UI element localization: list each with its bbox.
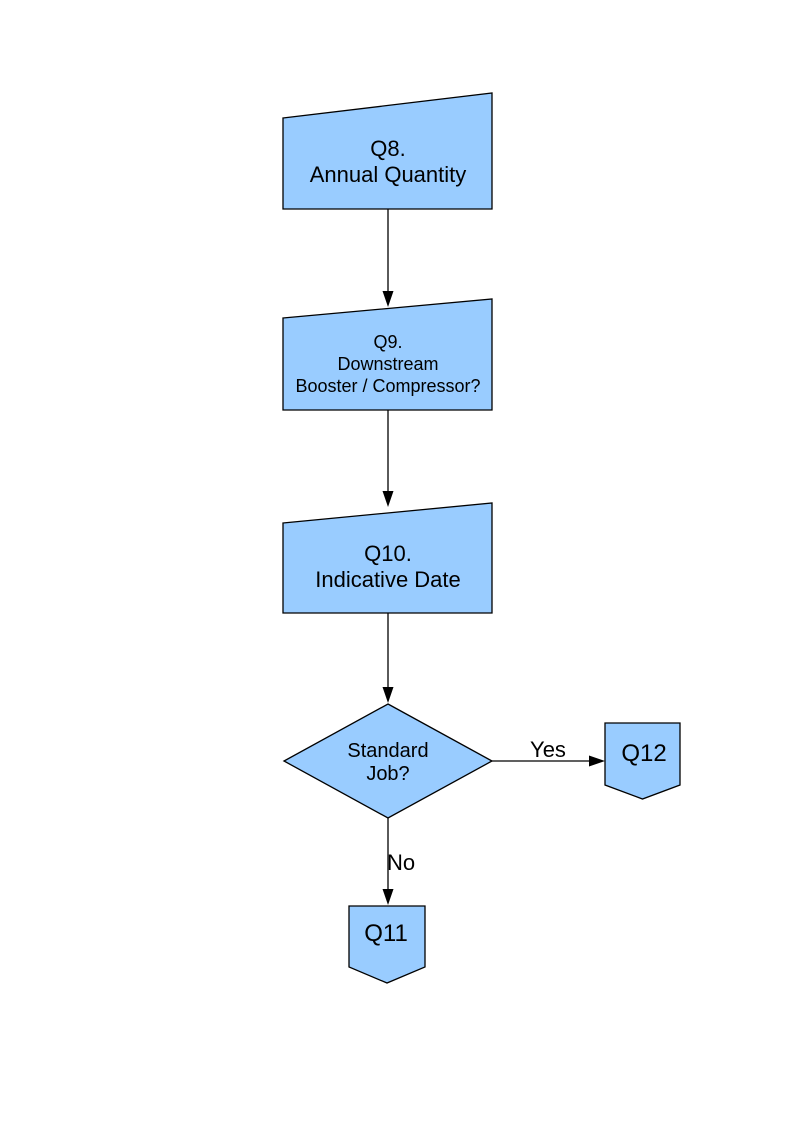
q10-label-line1: Q10.	[364, 541, 412, 566]
node-q12: Q12	[604, 722, 681, 800]
q8-label-line2: Annual Quantity	[310, 162, 467, 187]
q9-label-line2: Downstream	[337, 354, 438, 374]
node-q9: Q9. Downstream Booster / Compressor?	[282, 298, 493, 411]
q8-shape	[282, 92, 493, 210]
arrow-down-icon	[382, 687, 394, 703]
q12-label: Q12	[621, 740, 666, 767]
node-q10: Q10. Indicative Date	[282, 502, 493, 614]
q11-label: Q11	[364, 920, 408, 947]
node-decision-standard-job: Standard Job?	[282, 703, 494, 819]
q12-shape	[604, 722, 681, 800]
edge-yes-label: Yes	[530, 737, 566, 762]
q9-shape	[282, 298, 493, 411]
q9-label-line3: Booster / Compressor?	[295, 376, 480, 396]
arrow-down-icon	[382, 291, 394, 307]
arrow-down-icon	[382, 491, 394, 507]
q8-label-line1: Q8.	[370, 136, 405, 161]
q10-label-line2: Indicative Date	[315, 567, 461, 592]
node-q8: Q8. Annual Quantity	[282, 92, 493, 210]
decision-label-line1: Standard	[347, 740, 428, 762]
q11-shape	[348, 905, 426, 984]
decision-label-line2: Job?	[366, 763, 409, 785]
arrow-down-icon	[382, 889, 394, 905]
q9-label-line1: Q9.	[373, 332, 402, 352]
edge-no-label: No	[387, 850, 415, 875]
edge-decision-q12: Yes	[492, 737, 605, 767]
node-q11: Q11	[348, 905, 426, 984]
edge-q9-q10	[382, 410, 394, 507]
edge-decision-q11: No	[382, 818, 415, 905]
edge-q8-q9	[382, 209, 394, 307]
edge-q10-decision	[382, 613, 394, 703]
arrow-right-icon	[589, 755, 605, 767]
q10-shape	[282, 502, 493, 614]
